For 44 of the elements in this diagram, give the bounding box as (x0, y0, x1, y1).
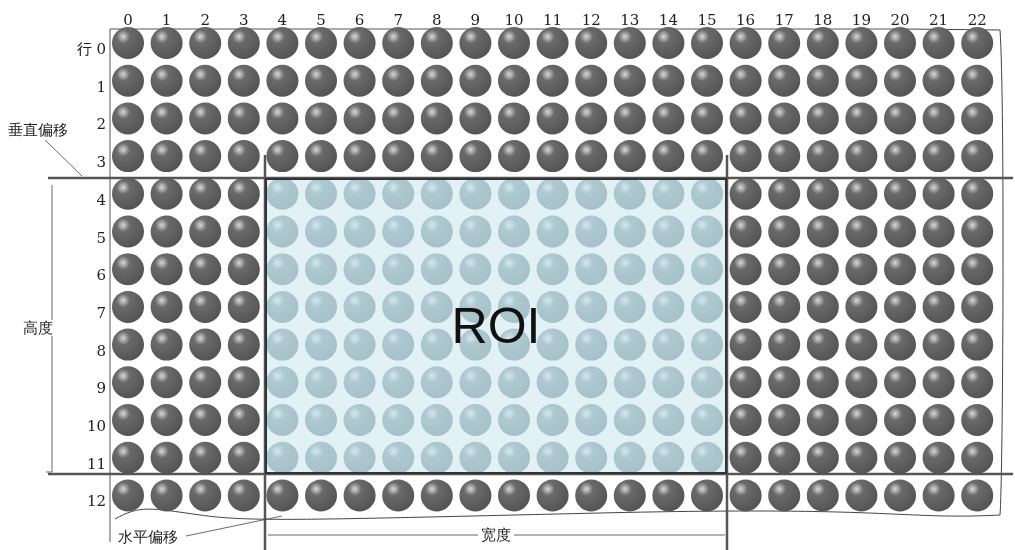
column-number: 8 (432, 12, 442, 28)
offset-label: 水平偏移 (118, 529, 178, 545)
roi-label: ROI (451, 297, 541, 355)
dimension-label: 宽度 (478, 527, 514, 543)
column-number: 13 (620, 12, 640, 28)
column-number: 17 (774, 12, 794, 28)
roi-region (265, 178, 727, 474)
leader-line (44, 139, 83, 177)
row-number: 2 (96, 116, 106, 133)
column-number: 10 (504, 12, 524, 28)
column-number: 3 (239, 12, 249, 28)
row-number: 10 (86, 418, 106, 434)
dimension-label: 高度 (20, 320, 56, 336)
row-number: 8 (96, 342, 106, 359)
column-number: 6 (354, 12, 365, 28)
row-number: 12 (86, 493, 106, 510)
column-number: 21 (929, 12, 949, 28)
row-number: 3 (96, 154, 106, 171)
column-number: 11 (543, 12, 563, 28)
column-number: 20 (890, 12, 910, 28)
row-number: 9 (96, 380, 106, 397)
column-number: 16 (736, 12, 756, 28)
column-number: 5 (316, 12, 326, 28)
offset-label: 垂直偏移 (8, 122, 68, 138)
row-number: 11 (86, 455, 106, 472)
row-number: 4 (96, 191, 106, 208)
column-number: 0 (123, 12, 133, 28)
column-number: 14 (658, 12, 678, 28)
column-number: 1 (161, 12, 172, 28)
row-number: 6 (96, 267, 106, 284)
column-number: 22 (967, 12, 987, 28)
column-number: 4 (277, 12, 288, 28)
row-number: 7 (96, 304, 106, 321)
column-number: 9 (470, 12, 481, 28)
column-number: 19 (851, 12, 871, 28)
leader-line (185, 515, 283, 537)
column-number: 2 (200, 12, 210, 28)
row-number: 5 (96, 229, 106, 246)
column-number: 15 (697, 12, 717, 28)
column-number: 18 (813, 12, 833, 28)
column-number: 7 (393, 12, 403, 28)
row-number: 1 (96, 78, 106, 95)
row-number: 行 0 (76, 41, 106, 57)
column-number: 12 (581, 12, 601, 28)
